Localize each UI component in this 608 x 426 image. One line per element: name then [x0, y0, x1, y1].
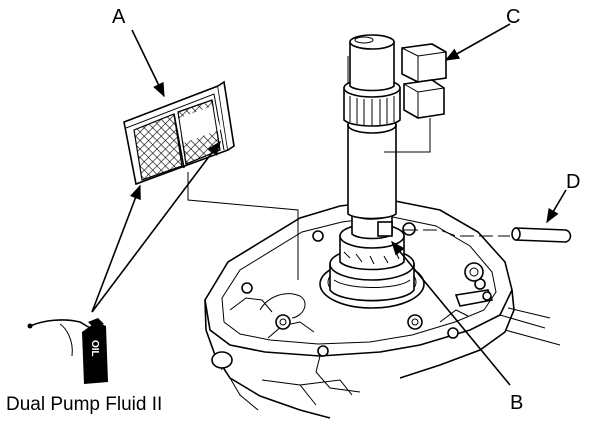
callout-c: C [506, 6, 520, 28]
callout-a: A [112, 6, 126, 28]
part-c-blocks [384, 43, 447, 153]
callout-b: B [510, 392, 523, 414]
housing-bolt-holes [241, 222, 486, 357]
leader-lines [91, 23, 567, 386]
callout-d: D [566, 171, 580, 193]
mainshaft-assembly [319, 34, 425, 309]
oil-bottle-icon: OIL [27, 318, 108, 384]
oil-label: OIL [89, 340, 100, 357]
fluid-caption: Dual Pump Fluid II [6, 394, 162, 415]
part-d-pin [404, 227, 572, 243]
